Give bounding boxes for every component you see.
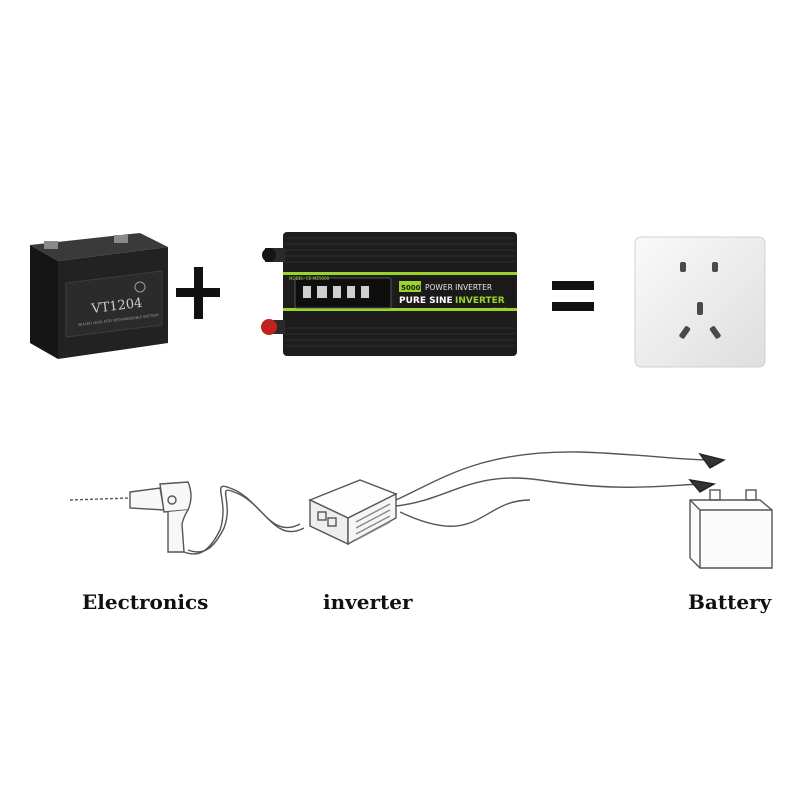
wall-socket-image	[634, 236, 766, 368]
label-inverter: inverter	[323, 590, 413, 614]
inverter-image: 5000W POWER INVERTER PURE SINE INVERTER …	[255, 228, 520, 358]
inverter-title-line2a: PURE SINE	[399, 296, 453, 306]
plus-symbol	[176, 267, 220, 319]
inverter-sketch-icon	[308, 479, 398, 546]
equals-symbol	[552, 281, 594, 311]
label-electronics: Electronics	[82, 590, 209, 614]
inverter-title-line2b: INVERTER	[455, 296, 505, 306]
inverter-model-text: MODEL: CE-MZ5000	[289, 276, 330, 281]
battery-terminal-positive	[114, 235, 128, 243]
inverter-title-line1: POWER INVERTER	[425, 283, 492, 292]
wiring-diagram	[60, 440, 780, 580]
inverter-wattage: 5000W	[401, 284, 428, 292]
drill-icon	[69, 481, 192, 553]
battery-image: VT1204 SEALED LEAD ACID RECHARGEABLE BAT…	[22, 225, 172, 365]
battery-sketch-icon	[689, 489, 773, 569]
label-battery: Battery	[688, 590, 772, 614]
battery-model-label: VT1204	[90, 296, 144, 317]
battery-terminal-negative	[44, 241, 58, 249]
inverter-brand-mark: LVYUAN	[491, 307, 507, 312]
